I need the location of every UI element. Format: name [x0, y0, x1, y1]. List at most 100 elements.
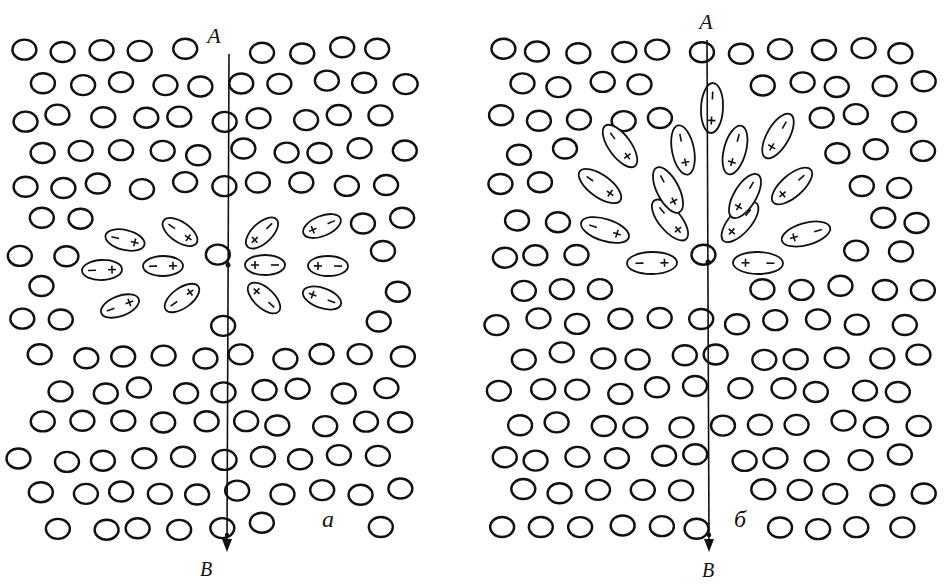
- molecule: [132, 448, 156, 468]
- molecule: [690, 42, 714, 62]
- molecule: [54, 246, 78, 266]
- molecule: [152, 346, 176, 366]
- molecule: [315, 71, 339, 91]
- molecule: [870, 348, 894, 368]
- molecule: [195, 411, 219, 431]
- molecule: [250, 513, 274, 533]
- molecule: [313, 416, 337, 436]
- molecule: [611, 515, 635, 535]
- molecule: [128, 41, 152, 61]
- molecule: [193, 349, 217, 369]
- molecule: [29, 276, 53, 296]
- molecule: [729, 44, 753, 64]
- molecule: [368, 105, 392, 125]
- molecule: [553, 139, 577, 159]
- dipole-molecule: [242, 277, 285, 319]
- plus-sign: [622, 150, 633, 161]
- molecule: [591, 72, 615, 92]
- plus-sign: [612, 229, 622, 239]
- plus-sign: [183, 232, 194, 243]
- axis-point: [225, 533, 229, 537]
- molecule: [173, 172, 197, 192]
- plus-sign: [733, 201, 744, 212]
- dipole-molecule: [160, 278, 204, 318]
- plus-sign: [308, 225, 318, 235]
- molecule: [490, 517, 514, 537]
- molecule: [45, 105, 69, 125]
- dipole-outline: [756, 109, 800, 163]
- molecule: [733, 451, 757, 471]
- molecule: [626, 349, 650, 369]
- dipole-molecule: [143, 256, 183, 277]
- dipole-outline: [779, 217, 833, 252]
- molecule: [109, 482, 133, 502]
- molecule: [330, 37, 354, 57]
- dipole-outline: [300, 282, 344, 314]
- panel-label: а: [320, 506, 336, 532]
- molecule: [889, 241, 913, 261]
- molecule: [524, 451, 548, 471]
- molecule: [592, 416, 616, 436]
- molecule: [210, 518, 234, 538]
- plus-sign: [660, 259, 668, 267]
- plus-sign: [766, 141, 777, 152]
- plus-sign: [307, 290, 317, 300]
- plus-sign: [130, 238, 140, 248]
- dipole-outline: [723, 169, 768, 223]
- axis-line: [707, 40, 709, 542]
- molecule: [892, 112, 916, 132]
- molecule: [565, 245, 589, 265]
- molecule: [748, 415, 772, 435]
- molecule: [725, 314, 749, 334]
- molecule: [864, 139, 888, 159]
- minus-sign: [680, 134, 682, 142]
- dipole-molecule: [245, 255, 285, 275]
- plus-sign: [249, 234, 260, 245]
- molecule: [393, 141, 417, 161]
- molecule: [505, 210, 529, 230]
- molecule: [174, 383, 198, 403]
- molecule: [31, 73, 55, 93]
- point-label: B: [700, 559, 716, 581]
- molecule: [386, 282, 410, 302]
- minus-sign: [660, 175, 664, 182]
- molecule: [167, 520, 191, 540]
- molecule: [527, 111, 551, 131]
- dipole-outline: [242, 277, 285, 319]
- molecule: [751, 75, 775, 95]
- molecule: [566, 43, 590, 63]
- centre-point: [706, 260, 711, 265]
- molecule: [487, 381, 511, 401]
- molecule: [911, 141, 935, 161]
- molecule: [332, 383, 356, 403]
- molecule: [213, 450, 237, 470]
- molecule: [890, 517, 914, 537]
- molecule: [845, 315, 869, 335]
- molecule: [691, 245, 715, 265]
- molecule: [49, 309, 73, 329]
- molecule: [275, 143, 299, 163]
- molecule: [91, 451, 115, 471]
- arrowhead: [704, 539, 714, 552]
- molecule: [588, 279, 612, 299]
- molecule: [366, 446, 390, 466]
- molecule: [307, 143, 331, 163]
- molecule: [673, 345, 697, 365]
- minus-sign: [610, 133, 615, 139]
- molecule: [768, 39, 792, 59]
- molecule: [546, 77, 570, 97]
- plus-sign: [789, 232, 799, 242]
- molecule: [886, 382, 910, 402]
- molecule: [763, 310, 787, 330]
- molecule: [805, 451, 829, 471]
- molecule: [367, 312, 391, 332]
- molecule: [29, 482, 53, 502]
- molecule: [8, 246, 32, 266]
- minus-sign: [712, 92, 714, 100]
- molecule: [51, 42, 75, 62]
- minus-sign: [328, 221, 335, 224]
- molecule: [489, 105, 513, 125]
- plus-sign: [251, 261, 259, 269]
- molecule: [251, 447, 275, 467]
- dipole-outline: [143, 256, 183, 277]
